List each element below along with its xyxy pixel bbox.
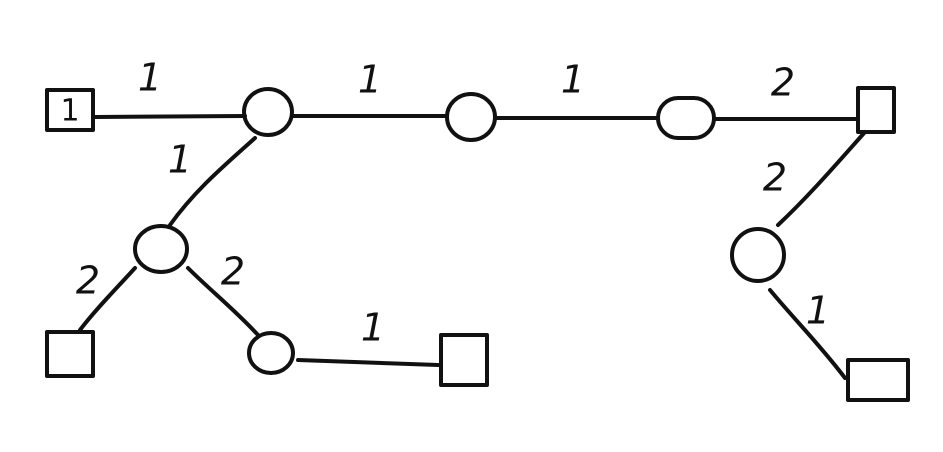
edge-e1: [93, 114, 247, 119]
edge-label-e7: 2: [221, 250, 245, 294]
circle-node-c2: [445, 92, 497, 142]
edge-label-e5: 1: [168, 138, 192, 182]
edge-label-e2: 1: [358, 58, 382, 102]
edge-e7: [186, 266, 260, 337]
square-node-sq-bm: [439, 333, 489, 387]
edge-label-e9: 2: [763, 156, 787, 200]
edge-e5: [168, 136, 257, 227]
edge-label-e1: 1: [138, 56, 162, 100]
square-node-sq-bl: [45, 330, 95, 378]
circle-node-c4: [133, 224, 189, 274]
edge-label-e8: 1: [361, 306, 385, 350]
edge-label-e3: 1: [561, 58, 585, 102]
square-node-sq-left: [45, 88, 95, 132]
circle-node-c5: [247, 331, 295, 375]
square-node-sq-br: [846, 358, 910, 402]
edge-label-e10: 1: [806, 289, 830, 333]
node-label-sq-left: 1: [60, 94, 79, 129]
edge-label-e6: 2: [76, 259, 100, 303]
edge-e10: [768, 288, 847, 380]
circle-node-c6: [730, 227, 786, 283]
edge-label-e4: 2: [771, 61, 795, 105]
circle-node-c3: [656, 96, 716, 140]
edge-e9: [776, 130, 867, 227]
square-node-sq-right: [856, 86, 896, 134]
edge-e8: [296, 358, 440, 367]
circle-node-c1: [242, 87, 294, 137]
edge-e6: [78, 266, 137, 332]
